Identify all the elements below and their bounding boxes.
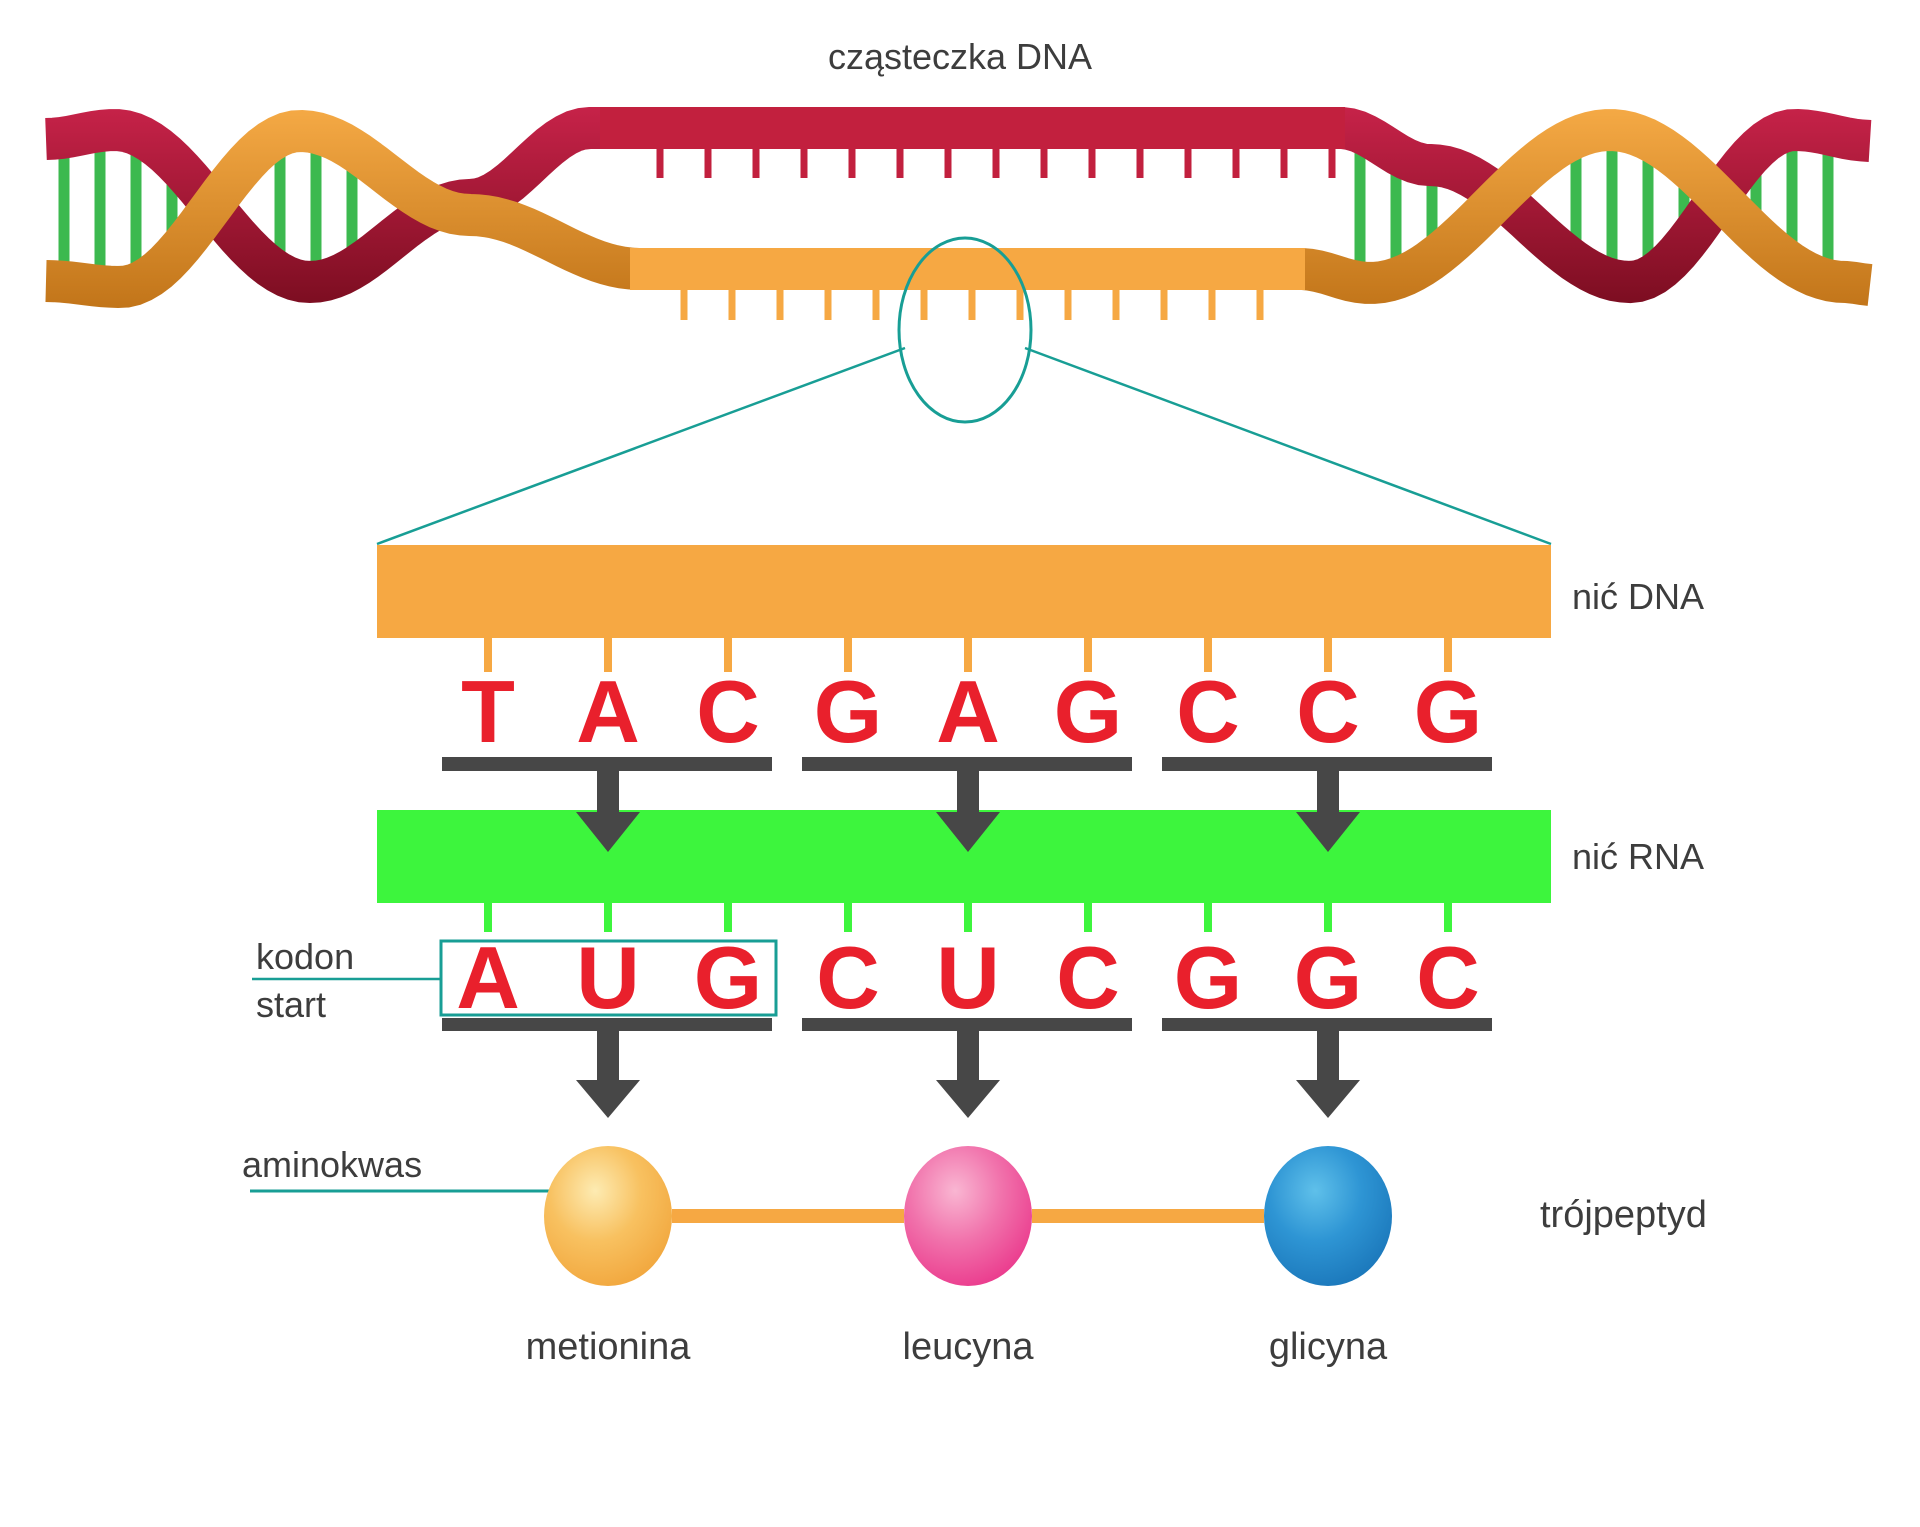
dna-double-helix: [45, 107, 1873, 320]
arrow-head: [576, 812, 640, 852]
amino-acid-sphere-leucyna: [904, 1146, 1032, 1286]
rna-base-letter: G: [1293, 928, 1363, 1027]
codon-underline: [442, 1018, 772, 1031]
dna-base-letter: G: [1053, 662, 1123, 761]
dna-base-letter: C: [696, 662, 760, 761]
amino-acid-name-glicyna: glicyna: [1268, 1326, 1388, 1368]
dna-base-letter: G: [813, 662, 883, 761]
dna-strand-bar: [377, 545, 1551, 638]
rna-strand-label: nić RNA: [1572, 836, 1705, 877]
magnifier-circle: [897, 236, 1033, 424]
rna-base-letter: C: [816, 928, 880, 1027]
amino-acid-name-leucyna: leucyna: [902, 1326, 1034, 1368]
arrow-stem: [957, 771, 979, 812]
peptide-bond: [1032, 1209, 1264, 1223]
arrow-head: [1296, 812, 1360, 852]
arrow-stem: [597, 771, 619, 812]
zoom-callout: [376, 236, 1552, 546]
start-codon-label-line2: start: [256, 984, 327, 1025]
arrow-stem: [1317, 1031, 1339, 1080]
amino-acid-name-metionina: metionina: [525, 1326, 691, 1368]
arrow-head: [1296, 1080, 1360, 1118]
dna-base-letter: C: [1296, 662, 1360, 761]
codon-underline: [802, 1018, 1132, 1031]
arrow-stem: [1317, 771, 1339, 812]
rna-base-letter: C: [1416, 928, 1480, 1027]
rna-base-letter: C: [1056, 928, 1120, 1027]
callout-line-left: [376, 346, 906, 546]
unwound-orange-strand: [630, 248, 1305, 290]
arrow-head: [936, 812, 1000, 852]
callout-line-right: [1024, 346, 1552, 546]
arrow-head: [936, 1080, 1000, 1118]
start-codon-label-line1: kodon: [256, 936, 355, 977]
codon-underline: [1162, 757, 1492, 771]
dna-base-letter: A: [936, 662, 1000, 761]
arrow-stem: [957, 1031, 979, 1080]
codon-underline: [1162, 1018, 1492, 1031]
dna-base-letter: G: [1413, 662, 1483, 761]
rna-base-letter: G: [1173, 928, 1243, 1027]
dna-base-letter: A: [576, 662, 640, 761]
amino-acid-sphere-metionina: [544, 1146, 672, 1286]
unwound-red-strand: [600, 107, 1345, 149]
codon-underline: [802, 757, 1132, 771]
codon-underline: [442, 757, 772, 771]
arrow-head: [576, 1080, 640, 1118]
rna-base-letter: U: [576, 928, 640, 1027]
amino-acid-label: aminokwas: [242, 1144, 423, 1185]
dna-base-letter: C: [1176, 662, 1240, 761]
rna-base-letter: A: [456, 928, 520, 1027]
arrow-stem: [597, 1031, 619, 1080]
dna-strand-label: nić DNA: [1572, 576, 1705, 617]
tripeptide-label: trójpeptyd: [1540, 1194, 1707, 1236]
rna-base-letter: U: [936, 928, 1000, 1027]
amino-acid-sphere-glicyna: [1264, 1146, 1392, 1286]
peptide-bond: [672, 1209, 904, 1223]
rna-base-letter: G: [693, 928, 763, 1027]
dna-base-letter: T: [461, 662, 515, 761]
diagram-title: cząsteczka DNA: [827, 36, 1093, 77]
